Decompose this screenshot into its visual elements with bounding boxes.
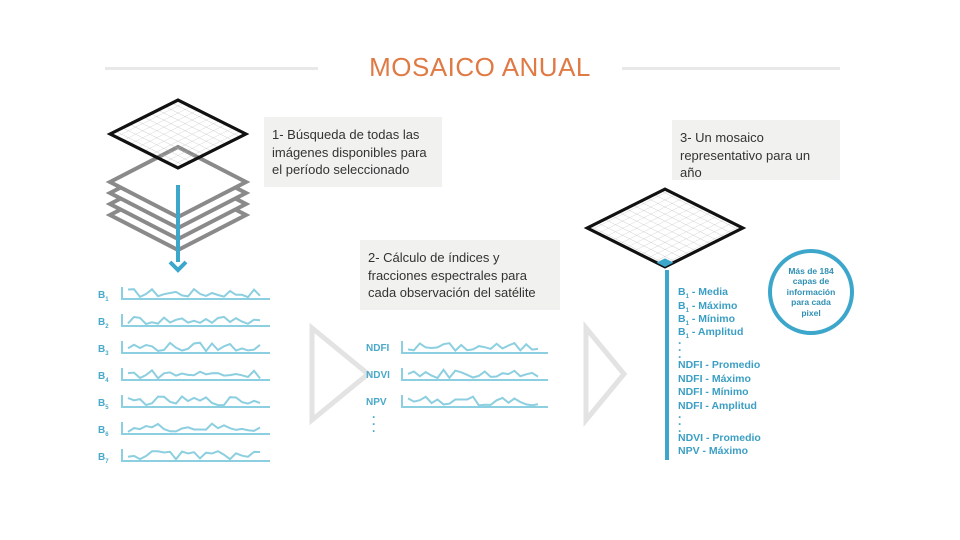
index-sparkline-1-axis — [401, 341, 548, 354]
band-label-b6: B6 — [98, 425, 109, 438]
badge-text: Más de 184 capas de información para cad… — [786, 265, 836, 318]
stat-ndfi-promedio: NDFI - Promedio — [678, 359, 761, 371]
layers-count-badge: Más de 184 capas de información para cad… — [768, 249, 854, 335]
index-sparkline-2-axis — [401, 368, 548, 381]
band-sparkline-4-line — [127, 368, 261, 380]
band-sparkline-3-axis — [121, 341, 270, 354]
flow-arrow-1 — [309, 322, 372, 426]
band-sparkline-3-line — [127, 341, 261, 353]
title-rule-right — [622, 67, 840, 70]
band-sparkline-5-axis — [121, 395, 270, 408]
index-label-ndvi: NDVI — [366, 370, 390, 381]
index-sparkline-2-line — [407, 368, 539, 380]
mosaic-tile-icon — [583, 187, 747, 460]
band-label-b1: B1 — [98, 290, 109, 303]
stat-b1-minimo: B1 - Mínimo — [678, 313, 736, 328]
stat-ellipsis-2: ··· — [678, 410, 682, 438]
band-sparkline-1-line — [127, 287, 261, 299]
band-label-b3: B3 — [98, 344, 109, 357]
title-rule-left — [105, 67, 318, 70]
index-sparkline-3-line — [407, 395, 539, 407]
band-sparkline-6-axis — [121, 422, 270, 435]
flow-arrow-2 — [583, 321, 628, 427]
band-sparkline-7-axis — [121, 449, 270, 462]
stat-ndfi-minimo: NDFI - Mínimo — [678, 386, 749, 398]
band-label-b4: B4 — [98, 371, 109, 384]
band-sparkline-1-axis — [121, 287, 270, 300]
band-sparkline-6-line — [127, 422, 261, 433]
step-3-box: 3- Un mosaico representativo para un año — [672, 120, 840, 180]
stat-ndfi-amplitud: NDFI - Amplitud — [678, 400, 757, 412]
index-label-ndfi: NDFI — [366, 343, 390, 354]
index-sparkline-1-line — [407, 341, 539, 353]
band-sparkline-5-line — [127, 395, 261, 407]
band-label-b5: B5 — [98, 398, 109, 411]
band-sparkline-2-line — [127, 315, 261, 326]
stat-ndfi-maximo: NDFI - Máximo — [678, 373, 751, 385]
stat-ellipsis-1: ··· — [678, 336, 682, 364]
image-stack-icon — [105, 98, 251, 273]
band-sparkline-2-axis — [121, 314, 270, 327]
band-sparklines — [121, 287, 270, 462]
band-label-b2: B2 — [98, 317, 109, 330]
index-label-npv: NPV — [366, 397, 387, 408]
index-ellipsis: ··· — [372, 410, 376, 438]
stat-b1-media: B1 - Media — [678, 286, 729, 301]
stat-npv-maximo: NPV - Máximo — [678, 445, 749, 457]
stat-b1-amplitud: B1 - Amplitud — [678, 326, 744, 341]
index-sparkline-3-axis — [401, 395, 548, 408]
index-sparklines — [401, 341, 548, 408]
band-sparkline-7-line — [127, 450, 261, 461]
band-label-b7: B7 — [98, 452, 109, 465]
stat-b1-maximo: B1 - Máximo — [678, 300, 738, 315]
band-sparkline-4-axis — [121, 368, 270, 381]
step-1-box: 1- Búsqueda de todas las imágenes dispon… — [264, 117, 442, 187]
step-2-box: 2- Cálculo de índices y fracciones espec… — [360, 240, 560, 310]
stat-ndvi-promedio: NDVI - Promedio — [678, 432, 761, 444]
page-title: MOSAICO ANUAL — [369, 52, 591, 82]
